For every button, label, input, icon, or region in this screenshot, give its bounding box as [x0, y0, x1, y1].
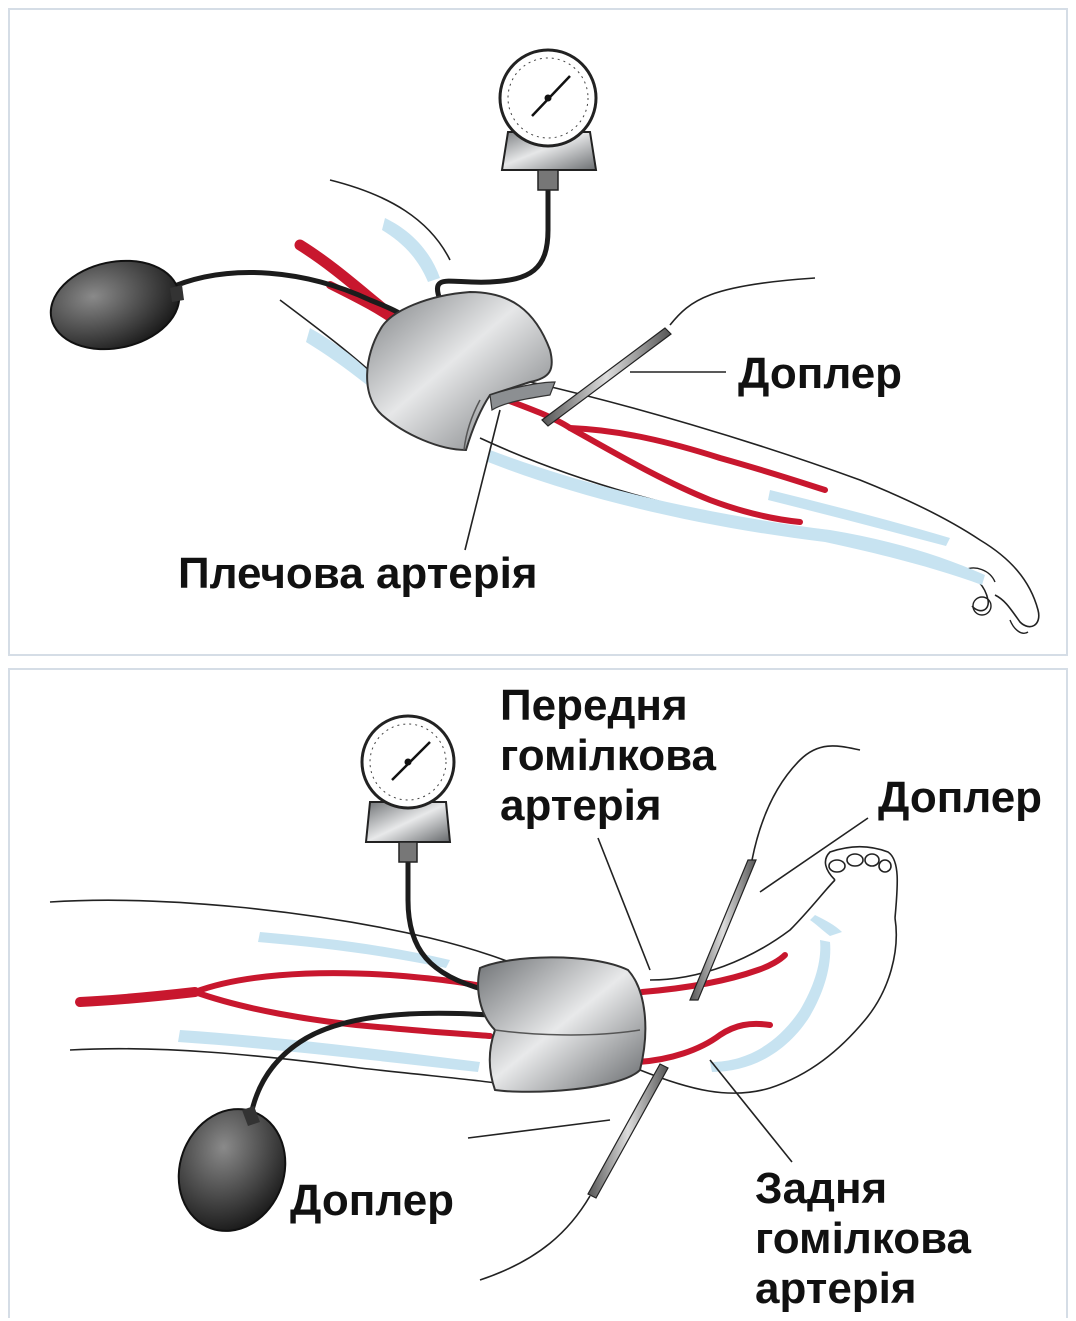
leg-pump-bulb-icon [162, 1094, 302, 1246]
anterior-label-line1: Передня [500, 681, 688, 730]
posterior-label-line1: Задня [755, 1164, 887, 1213]
anterior-label-line2: гомілкова [500, 731, 717, 780]
leg-illustration: Передня гомілкова артерія Доплер Доплер … [10, 670, 1068, 1318]
pump-bulb-icon [42, 249, 187, 360]
leg-outline [50, 847, 897, 1093]
leg-pressure-gauge-icon [362, 716, 454, 862]
pressure-gauge-icon [500, 50, 596, 190]
leg-blood-pressure-cuff [478, 957, 645, 1091]
posterior-label-line3: артерія [755, 1264, 917, 1313]
anterior-label-line3: артерія [500, 781, 662, 830]
brachial-artery-label: Плечова артерія [178, 549, 538, 598]
leg-arteries [80, 955, 785, 1062]
doppler-label: Доплер [738, 349, 902, 398]
posterior-label-line2: гомілкова [755, 1214, 972, 1263]
anterior-leader-line [598, 838, 650, 970]
doppler-right-label: Доплер [878, 773, 1042, 822]
arm-illustration: Доплер Плечова артерія [10, 10, 1068, 656]
arm-measurement-panel: Доплер Плечова артерія [8, 8, 1068, 656]
gauge-tube [437, 190, 548, 300]
doppler-left-leader-line [468, 1120, 610, 1138]
leg-gauge-tube [408, 850, 485, 990]
posterior-leader-line [710, 1060, 792, 1162]
leg-measurement-panel: Передня гомілкова артерія Доплер Доплер … [8, 668, 1068, 1318]
leg-doppler-probe-bottom-icon [480, 1064, 668, 1280]
blood-pressure-cuff [367, 292, 555, 450]
doppler-left-label: Доплер [290, 1176, 454, 1225]
